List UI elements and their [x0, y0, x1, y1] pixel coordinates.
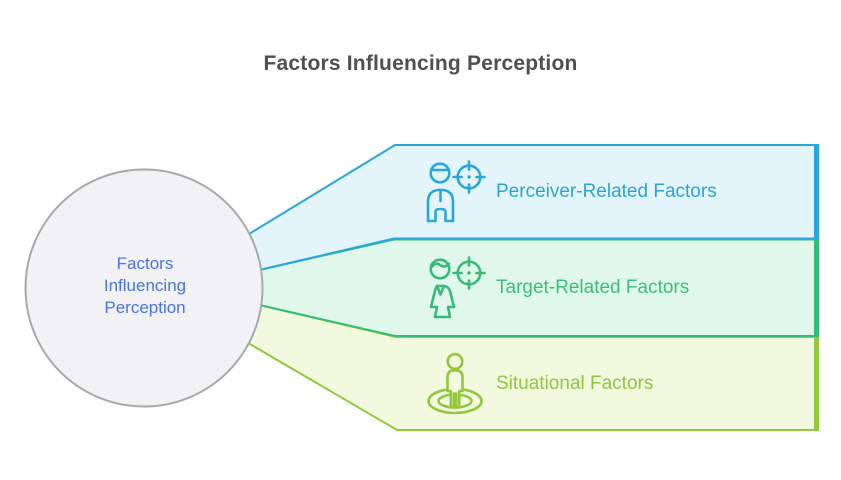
center-circle [24, 168, 264, 408]
branch-label-perceiver: Perceiver-Related Factors [496, 180, 717, 202]
branch-situational: Situational Factors [424, 337, 824, 430]
person-female-target-icon [429, 255, 486, 318]
branch-perceiver: Perceiver-Related Factors [424, 144, 824, 239]
branch-label-situational: Situational Factors [496, 372, 654, 394]
branch-target: Target-Related Factors [424, 239, 824, 336]
person-location-icon [427, 352, 483, 414]
center-node-label: Factors Influencing Perception [103, 254, 187, 317]
person-target-icon [426, 159, 486, 222]
branch-label-target: Target-Related Factors [496, 276, 690, 298]
page-title: Factors Influencing Perception [263, 52, 578, 75]
